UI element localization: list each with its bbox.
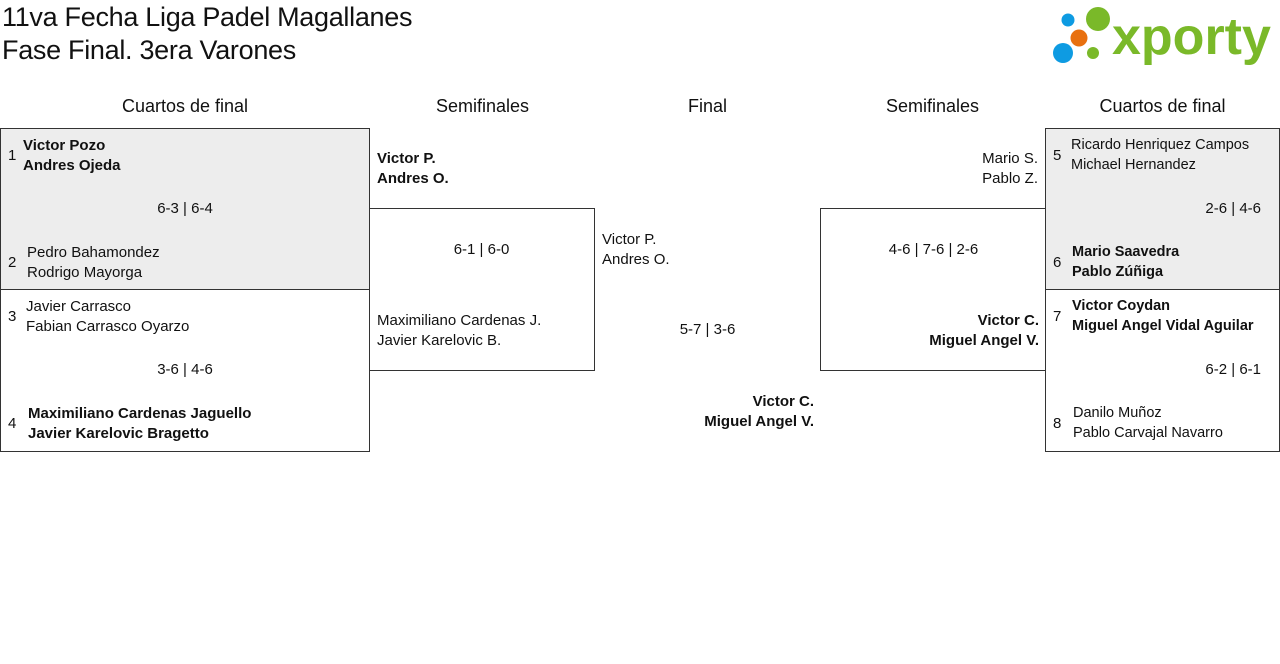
seed-number: 8 [1053,415,1062,432]
seed-number: 7 [1053,308,1062,325]
seed-number: 4 [8,415,17,432]
match-score: 6-3 | 6-4 [157,200,213,217]
round-header-left-semis: Semifinales [435,96,530,116]
page-subtitle: Fase Final. 3era Varones [2,35,296,65]
match-semi-1[interactable]: 6-1 | 6-0 Maximiliano Cardenas J.Javier … [369,208,595,371]
final-team-b-champion: Victor C.Miguel Angel V. [704,393,814,430]
team-loser: Maximiliano Cardenas J.Javier Karelovic … [377,312,542,349]
semi-2-team-a: Mario S.Pablo Z. [982,150,1038,187]
xporty-logo: xporty [1050,2,1278,68]
semi-1-team-a: Victor P.Andres O. [377,150,449,187]
round-header-final: Final [687,96,727,116]
match-semi-2[interactable]: 4-6 | 7-6 | 2-6 Victor C.Miguel Angel V. [820,208,1046,371]
round-header-right-quarters: Cuartos de final [1099,96,1226,116]
round-header-right-semis: Semifinales [885,96,980,116]
seed-number: 3 [8,308,17,325]
team-winner: Victor C.Miguel Angel V. [929,312,1039,349]
seed-number: 1 [8,147,17,164]
match-score: 6-2 | 6-1 [1205,361,1261,378]
seed-number: 2 [8,254,17,271]
svg-text:xporty: xporty [1112,8,1271,66]
seed-number: 6 [1053,254,1062,271]
match-score: 3-6 | 4-6 [157,361,213,378]
round-header-left-quarters: Cuartos de final [121,96,249,116]
match-score: 6-1 | 6-0 [453,241,510,258]
final-team-a: Victor P.Andres O. [602,231,670,268]
page-title: 11va Fecha Liga Padel Magallanes [2,2,413,32]
match-score: 2-6 | 4-6 [1205,200,1261,217]
seed-number: 5 [1053,147,1062,164]
match-score: 4-6 | 7-6 | 2-6 [888,241,979,258]
final-score: 5-7 | 3-6 [679,321,736,338]
